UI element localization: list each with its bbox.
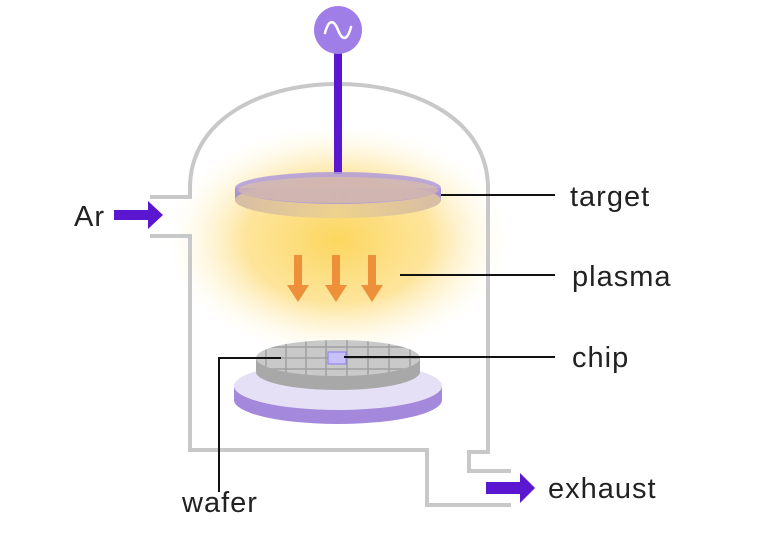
target-disc bbox=[235, 172, 441, 218]
exhaust-arrow bbox=[486, 473, 535, 503]
wafer-label: wafer bbox=[181, 487, 258, 519]
chip-label: chip bbox=[572, 342, 629, 374]
chip bbox=[327, 351, 347, 365]
electrode-rod bbox=[334, 50, 342, 174]
vacuum-chamber bbox=[150, 81, 511, 507]
exhaust-label: exhaust bbox=[548, 473, 657, 505]
ac-source-icon bbox=[314, 6, 362, 54]
ar-inlet-arrow bbox=[114, 201, 163, 229]
ion-arrows bbox=[287, 255, 383, 302]
wafer-disc bbox=[256, 340, 420, 390]
plasma-label: plasma bbox=[572, 261, 672, 293]
ar-label: Ar bbox=[74, 201, 105, 233]
wafer-leader bbox=[218, 357, 281, 492]
target-label: target bbox=[570, 181, 650, 213]
